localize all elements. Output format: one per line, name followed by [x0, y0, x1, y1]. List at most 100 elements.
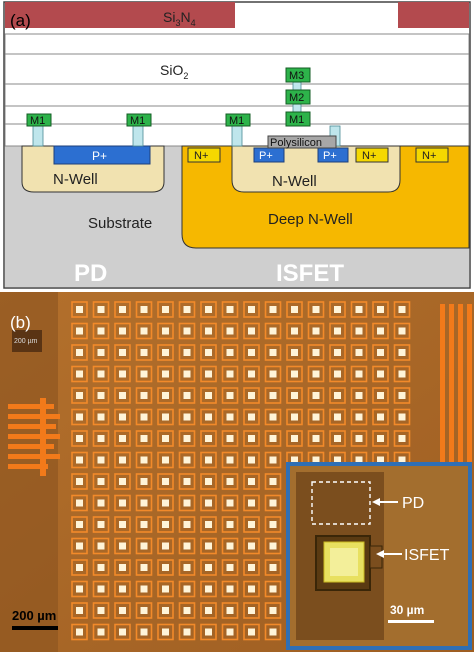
array-pixel-frame [71, 451, 88, 469]
array-pixel-pad [291, 435, 298, 442]
array-pixel-pad [97, 327, 105, 335]
array-pixel-pad [248, 628, 255, 636]
array-pixel-frame [243, 430, 260, 447]
array-pixel-pad [162, 499, 169, 507]
array-pixel-pad [162, 628, 169, 636]
array-pixel-frame [92, 430, 110, 447]
array-pixel-frame [264, 365, 282, 383]
array-pixel-frame [92, 301, 110, 318]
array-pixel-pad [119, 585, 126, 593]
array-pixel-pad [119, 435, 126, 442]
array-pixel-pad [248, 392, 255, 399]
array-pixel-frame [393, 430, 411, 447]
array-pixel-frame [307, 365, 325, 383]
array-pixel-frame [243, 623, 260, 641]
n-plus-2 [355, 147, 389, 163]
array-pixel-frame [200, 623, 217, 641]
array-pixel-pad [140, 542, 148, 550]
array-pixel-frame [114, 365, 131, 383]
array-pixel-frame [114, 580, 131, 598]
array-pixel-pad [398, 327, 406, 335]
array-pixel-pad [76, 456, 83, 464]
array-pixel-pad [205, 585, 212, 593]
array-pixel-pad [97, 306, 105, 313]
array-pixel-pad [248, 327, 255, 335]
array-pixel-frame [393, 408, 411, 426]
array-pixel-frame [157, 602, 174, 619]
array-pixel-frame [200, 516, 217, 533]
array-pixel-pad [269, 392, 277, 399]
pd-m1-right-label: M1 [130, 115, 145, 127]
left-comb-structure [8, 398, 60, 476]
array-pixel-frame [135, 322, 153, 340]
array-pixel-frame [157, 301, 174, 318]
array-pixel-frame [372, 408, 389, 426]
array-pixel-pad [97, 456, 105, 464]
array-pixel-frame [221, 451, 239, 469]
array-pixel-frame [71, 516, 88, 533]
array-pixel-frame [200, 580, 217, 598]
array-pixel-frame [114, 344, 131, 361]
array-pixel-pad [398, 392, 406, 399]
oxide-label: SiO2 [160, 62, 188, 81]
array-pixel-frame [157, 344, 174, 361]
n-plus-2-label: N+ [362, 150, 376, 162]
array-pixel-pad [140, 456, 148, 464]
array-pixel-pad [377, 413, 384, 421]
array-pixel-pad [97, 478, 105, 485]
array-pixel-pad [76, 585, 83, 593]
array-pixel-pad [377, 392, 384, 399]
array-pixel-frame [200, 451, 217, 469]
array-pixel-pad [76, 607, 83, 614]
array-pixel-frame [264, 516, 282, 533]
array-pixel-pad [162, 349, 169, 356]
array-pixel-frame [92, 494, 110, 512]
array-pixel-frame [92, 559, 110, 576]
array-pixel-frame [393, 365, 411, 383]
array-pixel-frame [157, 516, 174, 533]
array-pixel-pad [312, 349, 320, 356]
array-pixel-pad [398, 435, 406, 442]
array-pixel-frame [178, 430, 196, 447]
array-pixel-frame [71, 537, 88, 555]
array-pixel-pad [226, 607, 234, 614]
n-plus-1 [187, 147, 221, 163]
array-pixel-pad [248, 542, 255, 550]
array-pixel-pad [76, 435, 83, 442]
array-pixel-frame [114, 408, 131, 426]
array-pixel-frame [178, 451, 196, 469]
array-pixel-pad [183, 564, 191, 571]
nitride-right [398, 2, 469, 28]
array-pixel-pad [269, 628, 277, 636]
array-pixel-pad [248, 306, 255, 313]
array-pixel-frame [135, 344, 153, 361]
array-pixel-frame [221, 430, 239, 447]
array-pixel-pad [334, 456, 341, 464]
array-pixel-frame [264, 537, 282, 555]
array-pixel-pad [334, 370, 341, 378]
array-pixel-frame [135, 408, 153, 426]
array-pixel-pad [183, 478, 191, 485]
polysilicon-gate [267, 135, 337, 149]
array-pixel-frame [114, 473, 131, 490]
array-pixel-frame [135, 602, 153, 619]
array-pixel-frame [393, 387, 411, 404]
array-pixel-pad [269, 413, 277, 421]
array-pixel-frame [71, 344, 88, 361]
array-pixel-frame [71, 602, 88, 619]
array-pixel-pad [162, 327, 169, 335]
array-pixel-frame [71, 559, 88, 576]
array-pixel-frame [135, 580, 153, 598]
array-pixel-pad [248, 607, 255, 614]
array-pixel-pad [377, 435, 384, 442]
deep-n-well-label: Deep N-Well [268, 211, 353, 228]
array-pixel-pad [377, 456, 384, 464]
array-pixel-frame [329, 387, 346, 404]
array-pixel-frame [178, 387, 196, 404]
isfet-title: ISFET [276, 260, 344, 287]
substrate-label: Substrate [88, 215, 152, 232]
pd-p-plus-label: P+ [92, 149, 107, 163]
array-pixel-frame [286, 301, 303, 318]
array-pixel-pad [183, 628, 191, 636]
array-pixel-pad [205, 607, 212, 614]
